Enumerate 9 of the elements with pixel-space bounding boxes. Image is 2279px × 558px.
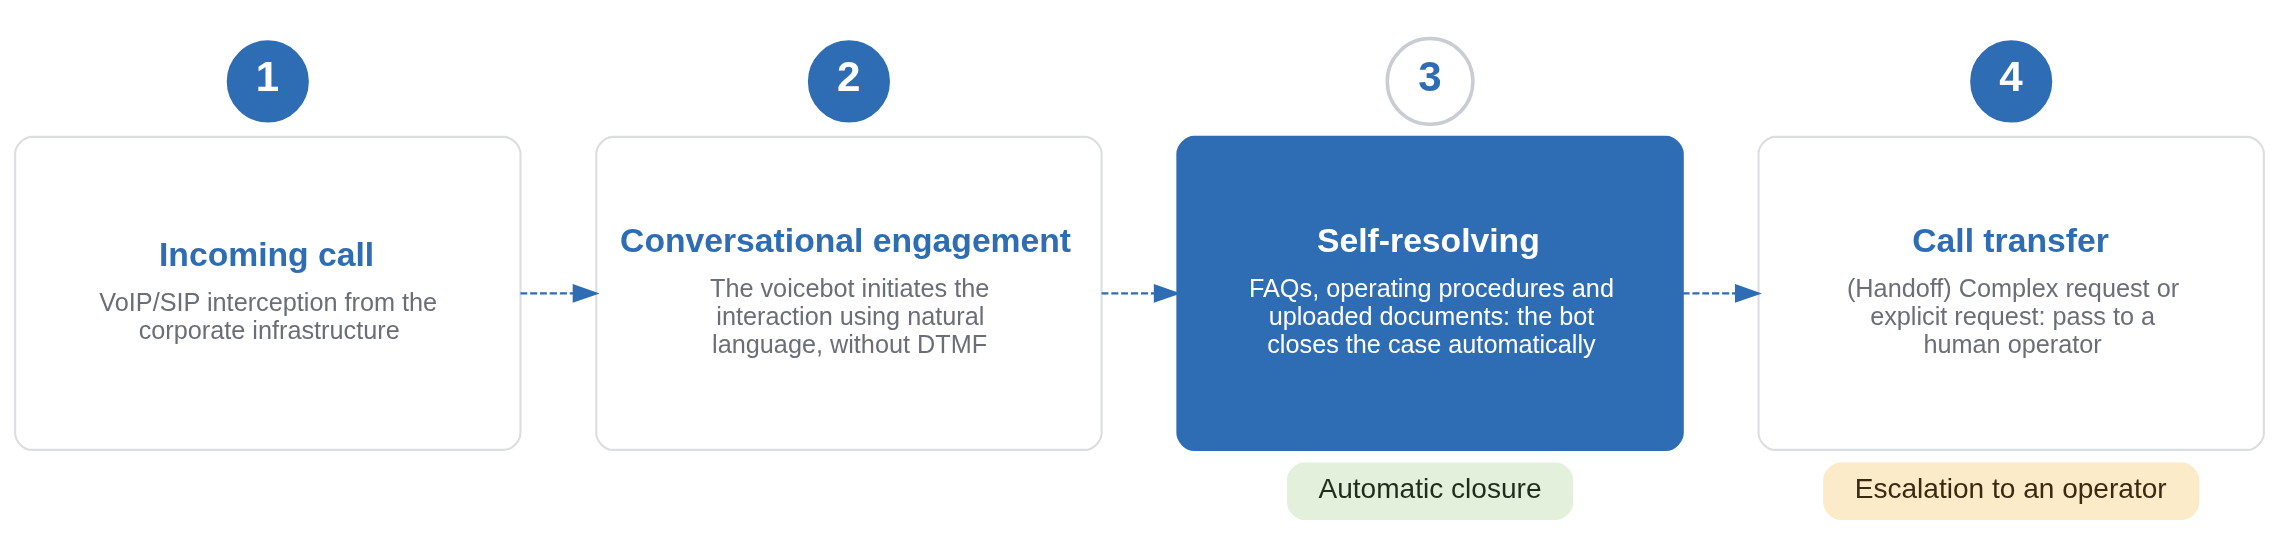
node-circle: 3 (1385, 36, 1475, 126)
node-box: Conversational engagement The voicebot initiates the interaction using natural language, without DTMF (595, 135, 1103, 451)
node-box: Incoming call VoIP/SIP interception from the corporate infrastructure (14, 135, 522, 451)
node-box: Escalation to an operator (1823, 462, 2200, 521)
arrow (520, 283, 600, 303)
node-box: Automatic closure (1286, 462, 1574, 521)
node-box: Call transfer (Handoff) Complex request or explicit request: pass to a human operator (1757, 135, 2265, 451)
arrow (1682, 283, 1762, 303)
node-box: Self-resolving FAQs, operating procedures and uploaded documents: the bot closes the case automatically (1176, 135, 1684, 451)
